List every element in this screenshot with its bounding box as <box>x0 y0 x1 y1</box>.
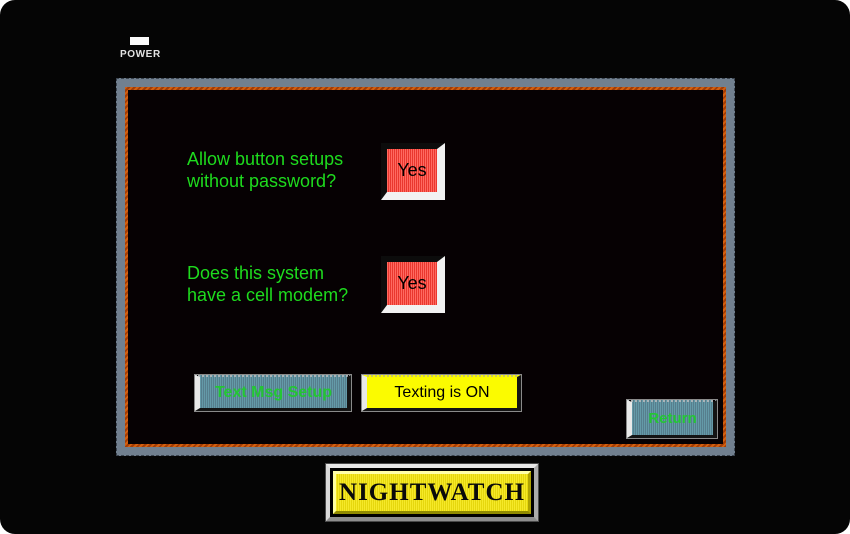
nameplate-label: NIGHTWATCH <box>333 471 531 514</box>
text-msg-setup-button[interactable]: Text Msg Setup <box>194 374 352 412</box>
screen-area: Allow button setups without password? Ye… <box>128 90 723 444</box>
power-led-indicator <box>130 37 149 45</box>
screen-orange-border: Allow button setups without password? Ye… <box>125 87 726 447</box>
question-line: Allow button setups <box>187 149 344 169</box>
texting-status-indicator[interactable]: Texting is ON <box>361 374 522 412</box>
cell-modem-yes-button[interactable]: Yes <box>381 256 445 313</box>
question-cell-modem: Does this system have a cell modem? <box>187 262 348 306</box>
return-button[interactable]: Return <box>626 399 718 439</box>
question-line: have a cell modem? <box>187 285 349 305</box>
power-label: POWER <box>120 49 161 60</box>
touchscreen-frame: Allow button setups without password? Ye… <box>116 78 735 456</box>
allow-setups-yes-button[interactable]: Yes <box>381 143 445 200</box>
brand-nameplate: NIGHTWATCH <box>325 463 539 522</box>
question-line: without password? <box>187 171 337 191</box>
question-line: Does this system <box>187 263 325 283</box>
question-allow-setups: Allow button setups without password? <box>187 148 343 192</box>
nameplate-frame: NIGHTWATCH <box>326 464 538 521</box>
